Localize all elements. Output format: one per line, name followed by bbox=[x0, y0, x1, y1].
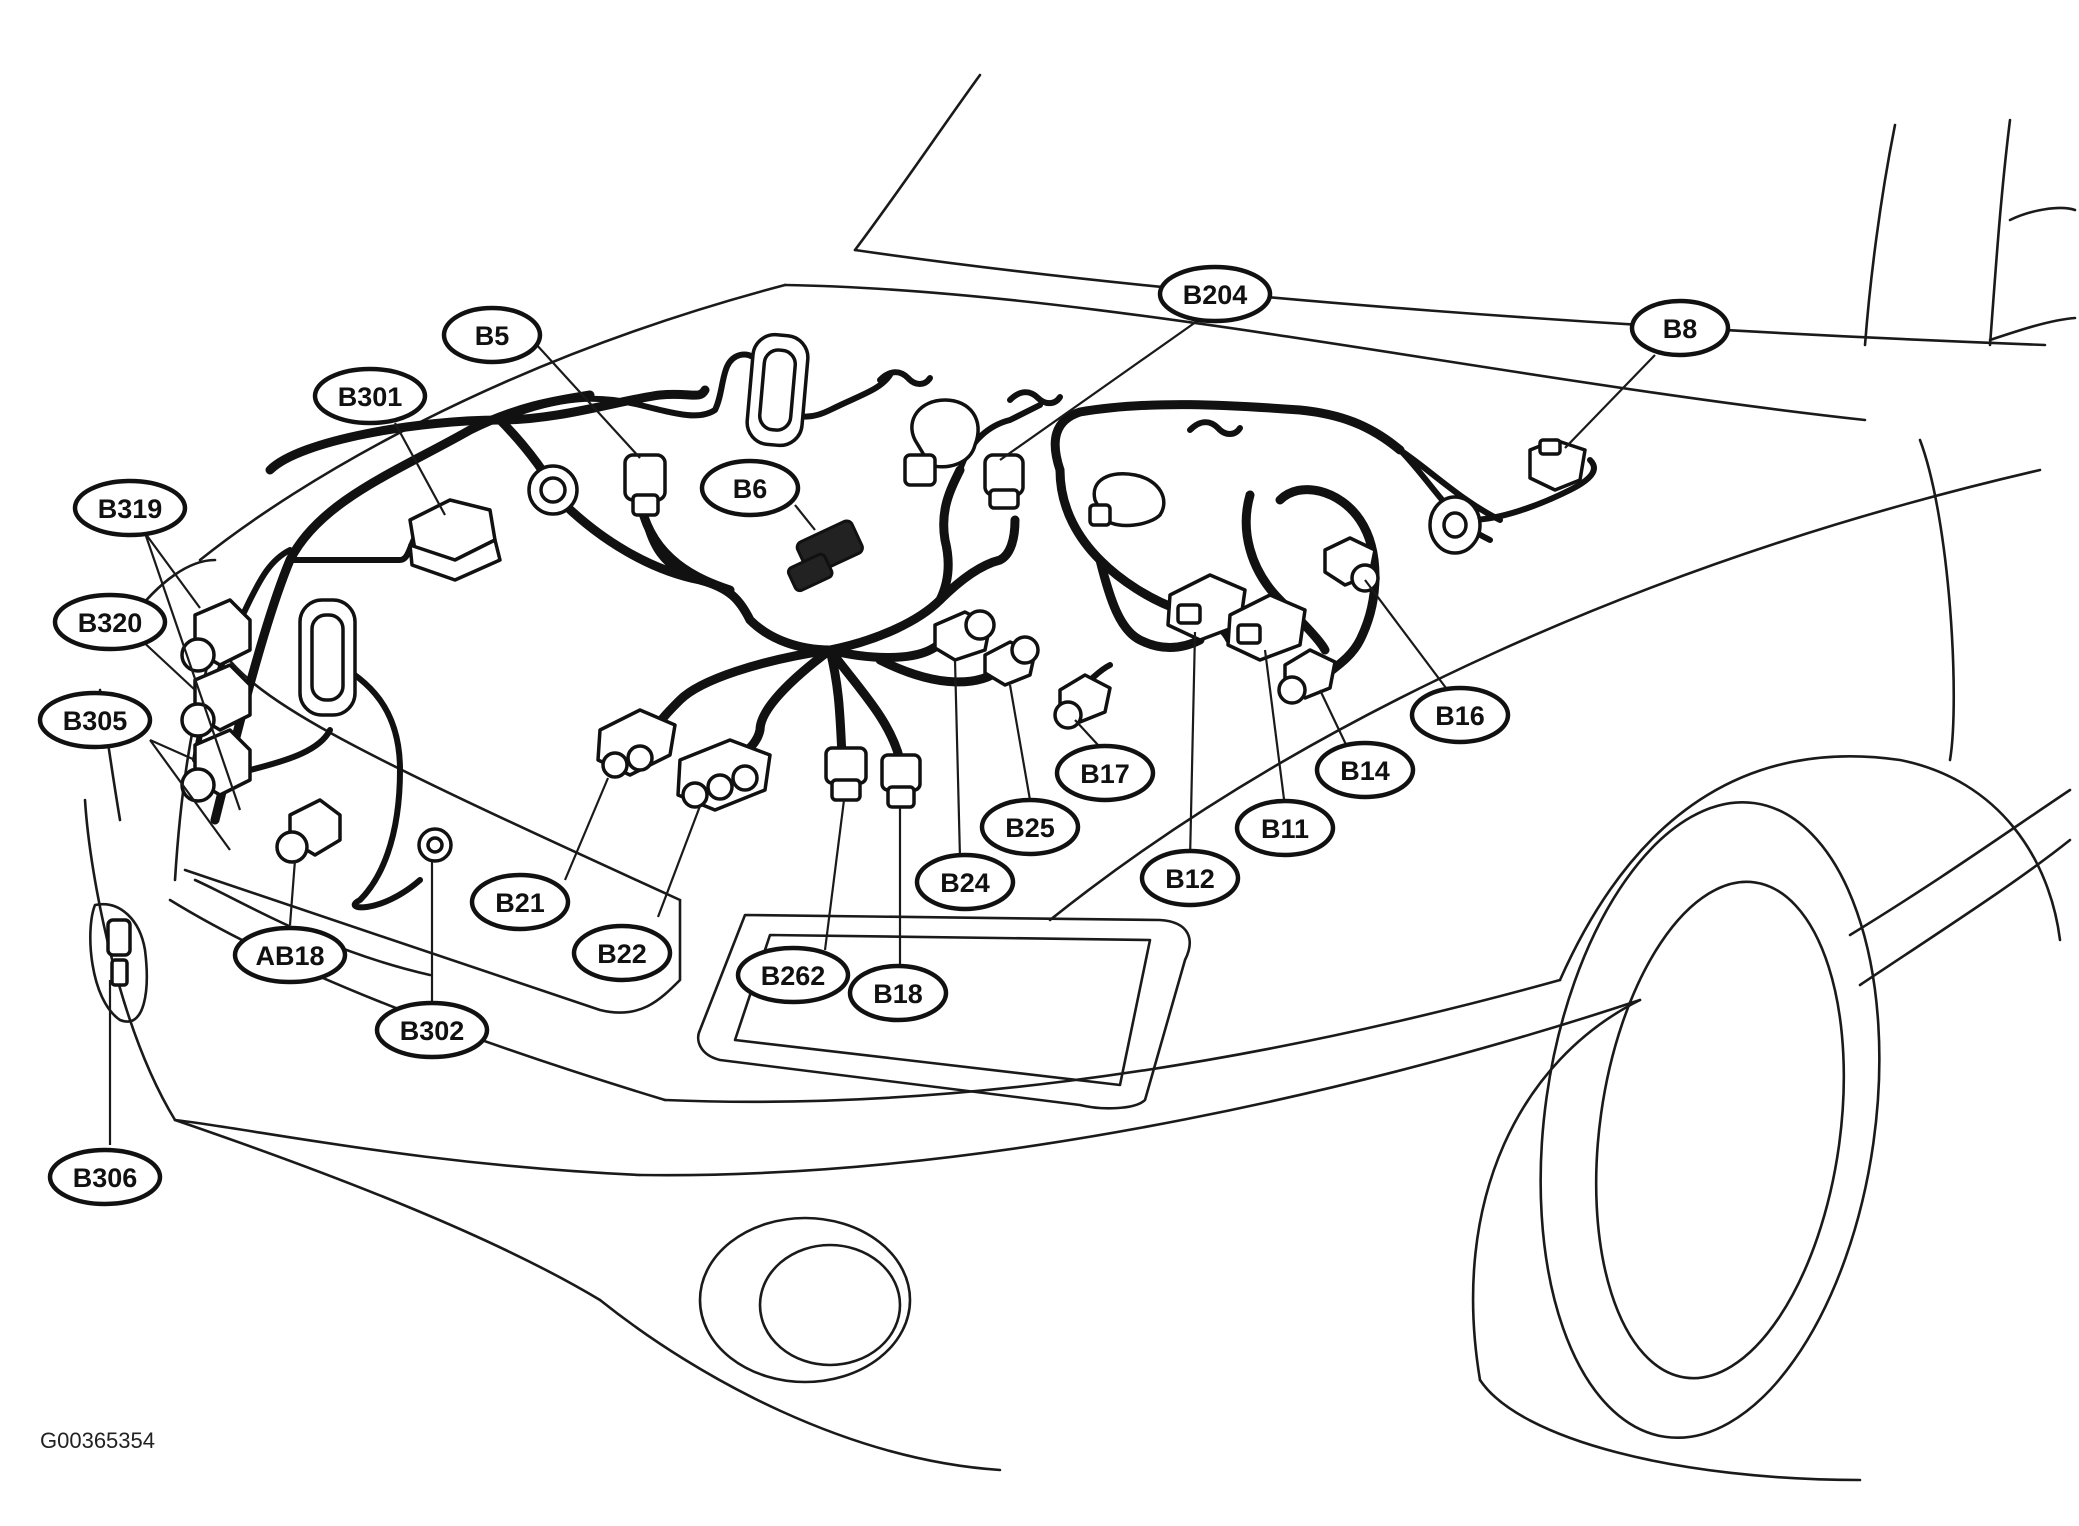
connector-b306 bbox=[106, 918, 132, 987]
callout-b301-label: B301 bbox=[338, 382, 403, 412]
callout-b24: B24 bbox=[914, 852, 1016, 912]
callout-b5-label: B5 bbox=[475, 321, 510, 351]
callout-b306: B306 bbox=[47, 1147, 163, 1207]
connector-b22 bbox=[676, 738, 772, 812]
figure-code: G00365354 bbox=[40, 1428, 155, 1453]
callout-b8: B8 bbox=[1629, 298, 1731, 358]
connector-horn bbox=[1428, 495, 1482, 555]
connector-b18 bbox=[880, 753, 922, 809]
callout-b319-label: B319 bbox=[98, 494, 163, 524]
callout-b17: B17 bbox=[1054, 743, 1156, 803]
connector-b320 bbox=[180, 663, 252, 738]
callout-b18: B18 bbox=[847, 963, 949, 1023]
callout-b25: B25 bbox=[979, 797, 1081, 857]
connector-b25 bbox=[983, 635, 1040, 687]
grommet-top bbox=[745, 332, 810, 448]
callout-b11-label: B11 bbox=[1261, 814, 1309, 844]
callout-b302: B302 bbox=[374, 1000, 490, 1060]
connector-b5 bbox=[623, 453, 667, 517]
connector-b319 bbox=[180, 598, 252, 673]
connector-b8 bbox=[1528, 438, 1587, 492]
callout-ab18: AB18 bbox=[232, 925, 348, 985]
grommet-left bbox=[298, 598, 357, 717]
callout-b12: B12 bbox=[1139, 848, 1241, 908]
callout-b12-label: B12 bbox=[1165, 864, 1215, 894]
callout-b17-label: B17 bbox=[1080, 759, 1130, 789]
callout-b305-label: B305 bbox=[63, 706, 128, 736]
callout-b5: B5 bbox=[441, 305, 543, 365]
callout-b16-label: B16 bbox=[1435, 701, 1485, 731]
callout-b25-label: B25 bbox=[1005, 813, 1055, 843]
callout-b306-label: B306 bbox=[73, 1163, 138, 1193]
connector-right-bulb bbox=[1088, 472, 1166, 528]
callout-b16: B16 bbox=[1409, 685, 1511, 745]
callout-ab18-label: AB18 bbox=[255, 941, 324, 971]
callout-b14: B14 bbox=[1314, 740, 1416, 800]
callout-b204: B204 bbox=[1157, 264, 1273, 324]
callout-b301: B301 bbox=[312, 366, 428, 426]
callout-b305: B305 bbox=[37, 690, 153, 750]
connector-b6 bbox=[786, 519, 864, 593]
connector-b17 bbox=[1053, 673, 1112, 730]
callout-b8-label: B8 bbox=[1663, 314, 1698, 344]
callout-b262-label: B262 bbox=[761, 961, 826, 991]
connector-b16 bbox=[1323, 536, 1380, 593]
callout-b302-label: B302 bbox=[400, 1016, 465, 1046]
callout-b24-label: B24 bbox=[940, 868, 990, 898]
connector-ab18 bbox=[275, 798, 342, 864]
callout-b22-label: B22 bbox=[597, 939, 647, 969]
wiring-harness bbox=[192, 351, 1597, 911]
connector-b12 bbox=[1166, 573, 1247, 642]
connectors bbox=[106, 332, 1587, 987]
callout-b21-label: B21 bbox=[495, 888, 545, 918]
connector-b24 bbox=[933, 609, 996, 662]
callout-b320-label: B320 bbox=[78, 608, 143, 638]
connector-b302-ring bbox=[417, 827, 453, 863]
callout-b11: B11 bbox=[1234, 798, 1336, 858]
vehicle-body-outline bbox=[83, 73, 2077, 1482]
callout-b6-label: B6 bbox=[733, 474, 768, 504]
callout-b204-label: B204 bbox=[1183, 280, 1248, 310]
connector-b301 bbox=[408, 498, 502, 582]
connector-b262 bbox=[824, 746, 868, 802]
callout-b319: B319 bbox=[72, 478, 188, 538]
connector-b204 bbox=[983, 453, 1025, 510]
leader-lines bbox=[108, 311, 1656, 1145]
callout-b262: B262 bbox=[735, 945, 851, 1005]
grommet-ring bbox=[527, 464, 579, 516]
connector-b11 bbox=[1226, 593, 1307, 662]
callout-b21: B21 bbox=[469, 872, 571, 932]
connector-b21 bbox=[596, 708, 677, 779]
callout-b6: B6 bbox=[699, 458, 801, 518]
callout-b320: B320 bbox=[52, 592, 168, 652]
connector-b14 bbox=[1277, 648, 1337, 705]
connector-top-center bbox=[903, 398, 980, 487]
callout-b22: B22 bbox=[571, 923, 673, 983]
callout-b18-label: B18 bbox=[873, 979, 923, 1009]
callout-b14-label: B14 bbox=[1340, 756, 1390, 786]
